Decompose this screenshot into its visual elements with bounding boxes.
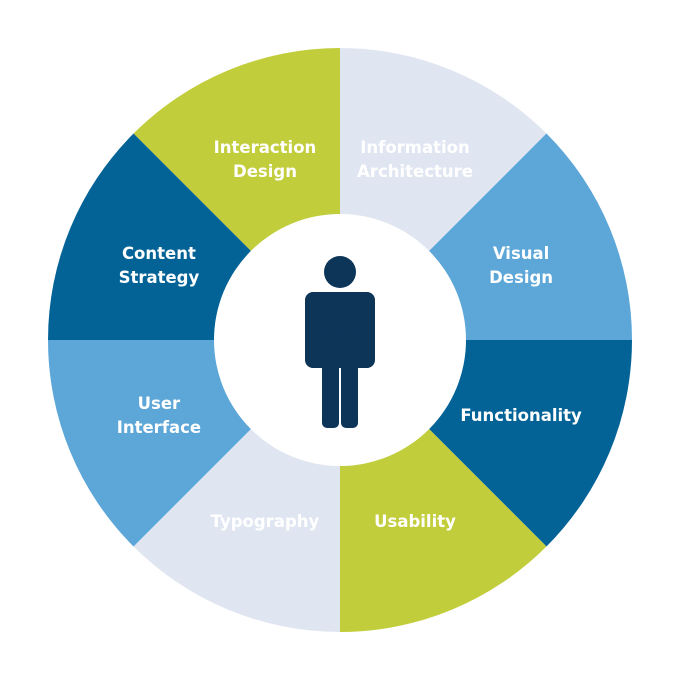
segment-label-line: Interface bbox=[117, 418, 201, 437]
segment-label-line: Functionality bbox=[460, 406, 582, 425]
segment-label-line: Visual bbox=[493, 244, 550, 263]
person-icon bbox=[305, 256, 375, 428]
segment-label-typography: Typography bbox=[211, 512, 320, 531]
segment-label-line: Usability bbox=[374, 512, 456, 531]
segment-label-line: Design bbox=[233, 162, 297, 181]
segment-label-line: Architecture bbox=[357, 162, 473, 181]
segment-label-line: Content bbox=[122, 244, 196, 263]
segment-label-line: Design bbox=[489, 268, 553, 287]
segment-label-line: Typography bbox=[211, 512, 320, 531]
segment-label-usability: Usability bbox=[374, 512, 456, 531]
segment-label-line: User bbox=[138, 394, 181, 413]
segment-label-functionality: Functionality bbox=[460, 406, 582, 425]
segment-label-line: Information bbox=[360, 138, 470, 157]
segment-label-line: Strategy bbox=[119, 268, 200, 287]
segment-label-line: Interaction bbox=[214, 138, 317, 157]
